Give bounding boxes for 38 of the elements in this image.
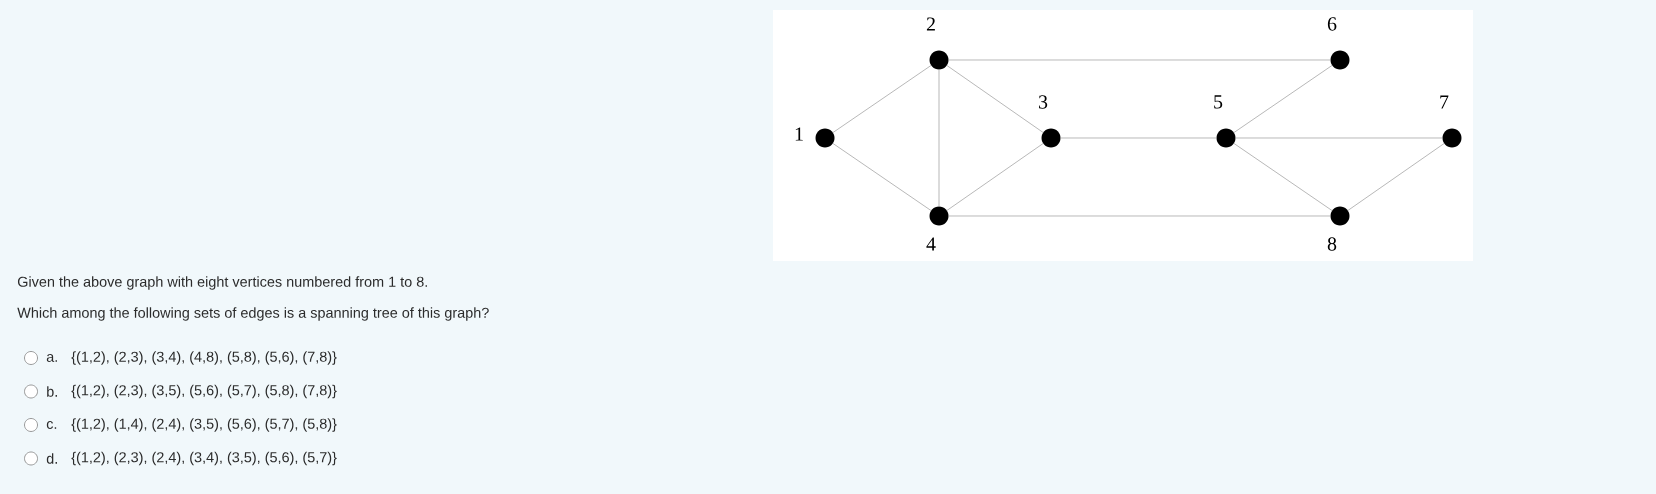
vertex: 4 — [926, 206, 949, 251]
vertex: 7 — [1440, 95, 1462, 148]
vertex: 3 — [1039, 95, 1061, 148]
option-text: {(1,2), (1,4), (2,4), (3,5), (5,6), (5,7), (5,8)} — [71, 418, 337, 432]
node-label: 7 — [1440, 95, 1449, 109]
option-text: {(1,2), (2,3), (2,4), (3,4), (3,5), (5,6), (5,7)} — [71, 451, 337, 466]
question-text: Given the above graph with eight vertices numbered from 1 to 8. — [17, 276, 427, 290]
edge-line — [946, 65, 1044, 133]
edge-line — [1060, 137, 1217, 139]
edge-line — [946, 143, 1044, 211]
vertex: 6 — [1327, 17, 1350, 70]
node-label: 6 — [1327, 17, 1337, 31]
node-label: 3 — [1038, 95, 1048, 109]
vertex: 5 — [1214, 95, 1236, 148]
edge-line — [938, 69, 940, 207]
vertex: 8 — [1327, 206, 1350, 251]
option-letter: b. — [47, 386, 57, 397]
node-label: 5 — [1214, 95, 1223, 109]
edge-line — [1235, 137, 1443, 139]
edge-line — [948, 215, 1331, 217]
node-label: 4 — [926, 237, 936, 251]
option-letter: c. — [46, 421, 57, 429]
node-label: 8 — [1327, 237, 1337, 251]
node-label: 2 — [926, 17, 935, 31]
node-label: 1 — [795, 127, 803, 141]
option-letter: a. — [46, 354, 57, 362]
option-text: {(1,2), (2,3), (3,5), (5,6), (5,7), (5,8), (7,8)} — [71, 384, 337, 399]
vertex: 2 — [926, 17, 949, 70]
edge-line — [832, 65, 932, 133]
vertex: 1 — [795, 127, 835, 148]
option-text: {(1,2), (2,3), (3,4), (4,8), (5,8), (5,6), (7,8)} — [71, 351, 337, 365]
edge-line — [948, 59, 1331, 61]
option-letter: d. — [46, 453, 57, 464]
question-text: Which among the following sets of edges is a spanning tree of this graph? — [17, 307, 489, 321]
edge-line — [1347, 143, 1445, 211]
edge-line — [832, 143, 932, 211]
edge-line — [1233, 143, 1333, 211]
edge-line — [1233, 65, 1333, 133]
